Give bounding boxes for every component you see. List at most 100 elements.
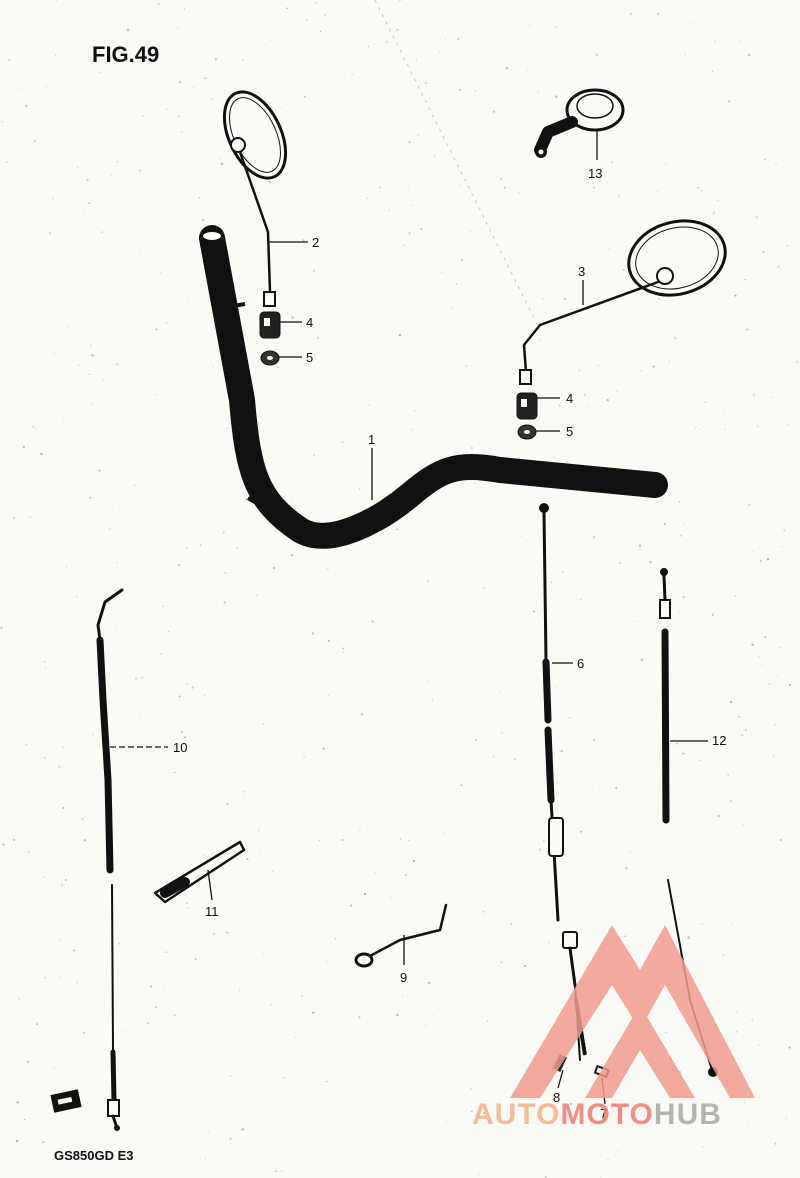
speckle — [548, 941, 550, 944]
speckle — [455, 283, 458, 286]
speckle — [199, 544, 202, 547]
speckle — [76, 981, 79, 984]
speckle — [178, 695, 181, 698]
speckle — [617, 1151, 619, 1153]
speckle — [262, 953, 264, 955]
speckle — [334, 40, 336, 42]
speckle — [713, 211, 715, 214]
speckle — [764, 158, 766, 161]
speckle — [214, 58, 217, 61]
figure-title: FIG.49 — [92, 42, 159, 67]
speckle — [788, 683, 792, 687]
speckle — [222, 531, 225, 534]
speckle — [176, 26, 179, 29]
speckle — [727, 774, 729, 776]
model-code: GS850GD E3 — [54, 1148, 134, 1163]
speckle — [282, 83, 284, 85]
speckle — [415, 58, 417, 60]
speckle — [431, 698, 434, 701]
speckle — [183, 736, 187, 739]
speckle — [130, 606, 132, 608]
speckle — [139, 169, 142, 172]
speckle — [358, 488, 361, 491]
speckle — [538, 848, 541, 851]
speckle — [402, 995, 404, 997]
speckle — [492, 755, 495, 758]
speckle — [518, 192, 520, 194]
speckle — [668, 361, 670, 363]
speckle — [483, 1112, 486, 1115]
speckle — [722, 954, 725, 957]
speckle — [528, 24, 530, 26]
speckle — [371, 620, 374, 623]
speckle — [327, 568, 329, 570]
speckle — [520, 535, 522, 537]
speckle — [563, 298, 566, 300]
speckle — [155, 328, 158, 331]
callout-5-right: 5 — [566, 424, 573, 439]
speckle — [539, 338, 541, 341]
speckle — [762, 250, 765, 253]
speckle — [459, 184, 461, 187]
speckle — [160, 653, 162, 655]
speckle — [788, 1046, 791, 1049]
speckle — [591, 786, 594, 788]
speckle — [88, 202, 91, 205]
speckle — [484, 648, 486, 650]
speckle — [33, 140, 36, 142]
callout-8: 8 — [553, 1090, 560, 1105]
speckle — [291, 503, 293, 505]
speckle — [754, 575, 756, 577]
parts-badge-icon — [50, 1089, 82, 1113]
speckle — [697, 186, 699, 189]
speckle — [616, 390, 619, 392]
speckle — [428, 680, 430, 682]
speckle — [141, 115, 144, 118]
speckle — [644, 1114, 646, 1117]
speckle — [784, 1117, 787, 1120]
speckle — [17, 88, 19, 91]
speckle — [684, 54, 686, 56]
speckle — [226, 802, 229, 805]
speckle — [596, 393, 598, 395]
speckle — [240, 1006, 242, 1008]
speckle — [313, 270, 315, 272]
speckle — [256, 39, 258, 41]
speckle — [654, 317, 656, 319]
speckle — [738, 715, 741, 718]
speckle — [23, 1119, 26, 1121]
speckle — [592, 186, 595, 189]
speckle — [45, 86, 47, 88]
speckle — [744, 279, 746, 281]
speckle — [54, 353, 56, 355]
speckle — [592, 536, 596, 539]
speckle — [192, 86, 195, 88]
speckle — [706, 401, 708, 403]
speckle — [403, 244, 405, 246]
speckle — [78, 364, 80, 366]
speckle — [269, 180, 272, 183]
callout-2: 2 — [312, 235, 319, 250]
cable-clamp — [354, 903, 448, 968]
speckle — [693, 22, 695, 24]
speckle — [553, 958, 555, 961]
speckle — [412, 205, 414, 207]
speckle — [444, 38, 446, 40]
speckle — [280, 1170, 283, 1173]
speckle — [271, 73, 273, 75]
speckle — [212, 932, 215, 935]
speckle — [665, 162, 667, 165]
speckle — [751, 1019, 754, 1022]
speckle — [597, 364, 599, 367]
speckle — [445, 1121, 448, 1123]
speckle — [1, 121, 3, 123]
speckle — [115, 624, 117, 626]
speckle — [539, 841, 540, 843]
speckle — [191, 686, 194, 689]
speckle — [739, 832, 741, 834]
speckle — [683, 524, 685, 526]
speckle — [203, 694, 206, 697]
speckle — [461, 258, 464, 261]
speckle — [460, 784, 463, 787]
speckle — [367, 45, 370, 48]
